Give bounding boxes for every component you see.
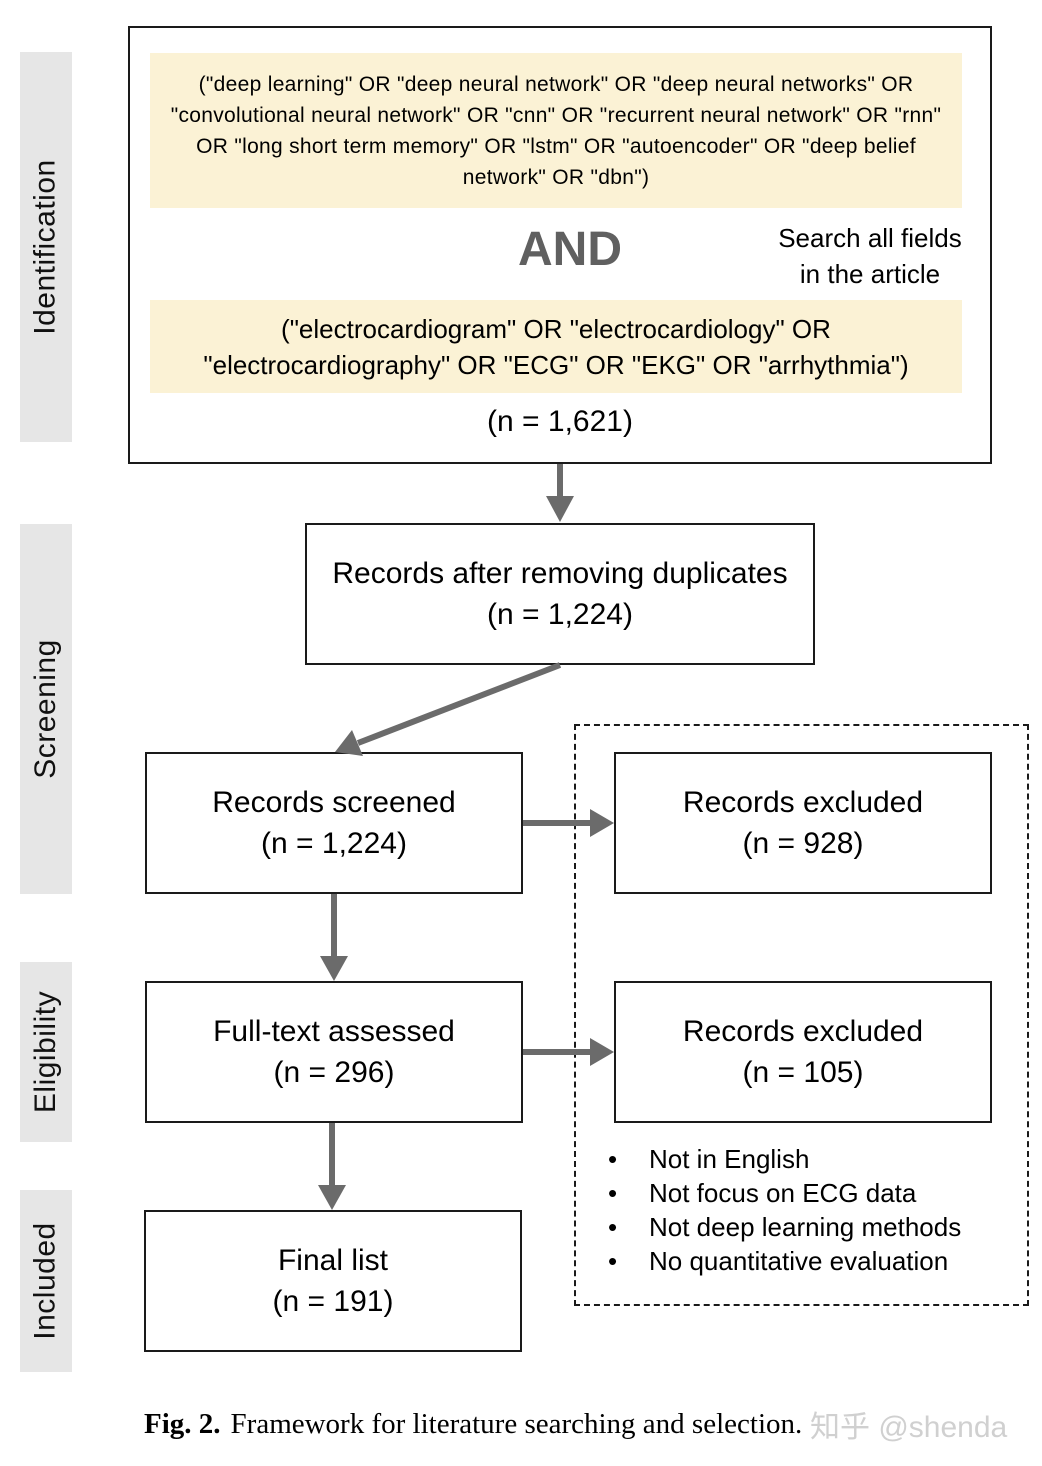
screened-count: (n = 1,224) — [261, 827, 407, 860]
excluded-screen-box: Records excluded (n = 928) — [614, 752, 992, 894]
query-ecg: ("electrocardiogram" OR "electrocardiolo… — [150, 300, 962, 393]
watermark: 知乎 @shenda — [810, 1411, 1008, 1444]
identification-box — [128, 26, 992, 464]
excluded-fulltext-label: Records excluded — [682, 1015, 924, 1048]
arrow-screened-to-excluded — [523, 809, 614, 837]
final-box: Final list (n = 191) — [144, 1210, 522, 1352]
exclusion-reason: Not in English — [608, 1142, 961, 1176]
arrow-identification-to-dedup — [546, 464, 574, 522]
excluded-fulltext-count: (n = 105) — [742, 1056, 864, 1089]
stage-eligibility: Eligibility — [20, 962, 72, 1142]
search-note: Search all fields in the article — [778, 223, 962, 289]
exclusion-region — [574, 724, 1029, 1306]
stage-identification: Identification — [20, 52, 72, 442]
arrow-screened-to-fulltext — [320, 894, 348, 981]
final-count: (n = 191) — [272, 1285, 394, 1318]
figure-caption-label: Fig. 2. — [144, 1408, 221, 1440]
query-ecg-text: ("electrocardiogram" OR "electrocardiolo… — [203, 313, 909, 380]
figure-caption-text: Framework for literature searching and s… — [230, 1408, 803, 1440]
stage-screening: Screening — [20, 524, 72, 894]
excluded-screen-count: (n = 928) — [742, 827, 864, 860]
arrow-fulltext-to-final — [318, 1123, 346, 1210]
identification-count: (n = 1,621) — [487, 405, 633, 438]
fulltext-label: Full-text assessed — [213, 1015, 455, 1048]
screened-label: Records screened — [212, 786, 456, 819]
excluded-screen-label: Records excluded — [682, 786, 924, 819]
query-methods: ("deep learning" OR "deep neural network… — [150, 53, 962, 208]
arrow-dedup-to-screened — [335, 662, 562, 756]
fulltext-count: (n = 296) — [273, 1056, 395, 1089]
final-label: Final list — [277, 1244, 389, 1277]
fulltext-box: Full-text assessed (n = 296) — [145, 981, 523, 1123]
exclusion-reason: Not focus on ECG data — [608, 1176, 961, 1210]
stage-included: Included — [20, 1190, 72, 1372]
query-methods-text: ("deep learning" OR "deep neural network… — [170, 72, 942, 189]
screened-box: Records screened (n = 1,224) — [145, 752, 523, 894]
exclusion-reasons: Not in English Not focus on ECG data Not… — [608, 1142, 961, 1278]
and-operator: AND — [518, 223, 622, 276]
dedup-count: (n = 1,224) — [487, 598, 633, 631]
exclusion-reason: No quantitative evaluation — [608, 1244, 961, 1278]
dedup-label: Records after removing duplicates — [332, 557, 788, 590]
excluded-fulltext-box: Records excluded (n = 105) — [614, 981, 992, 1123]
arrow-fulltext-to-excluded — [523, 1038, 614, 1066]
exclusion-reason: Not deep learning methods — [608, 1210, 961, 1244]
figure-caption: Fig. 2. Framework for literature searchin… — [144, 1408, 1024, 1441]
dedup-box: Records after removing duplicates (n = 1… — [305, 523, 815, 665]
